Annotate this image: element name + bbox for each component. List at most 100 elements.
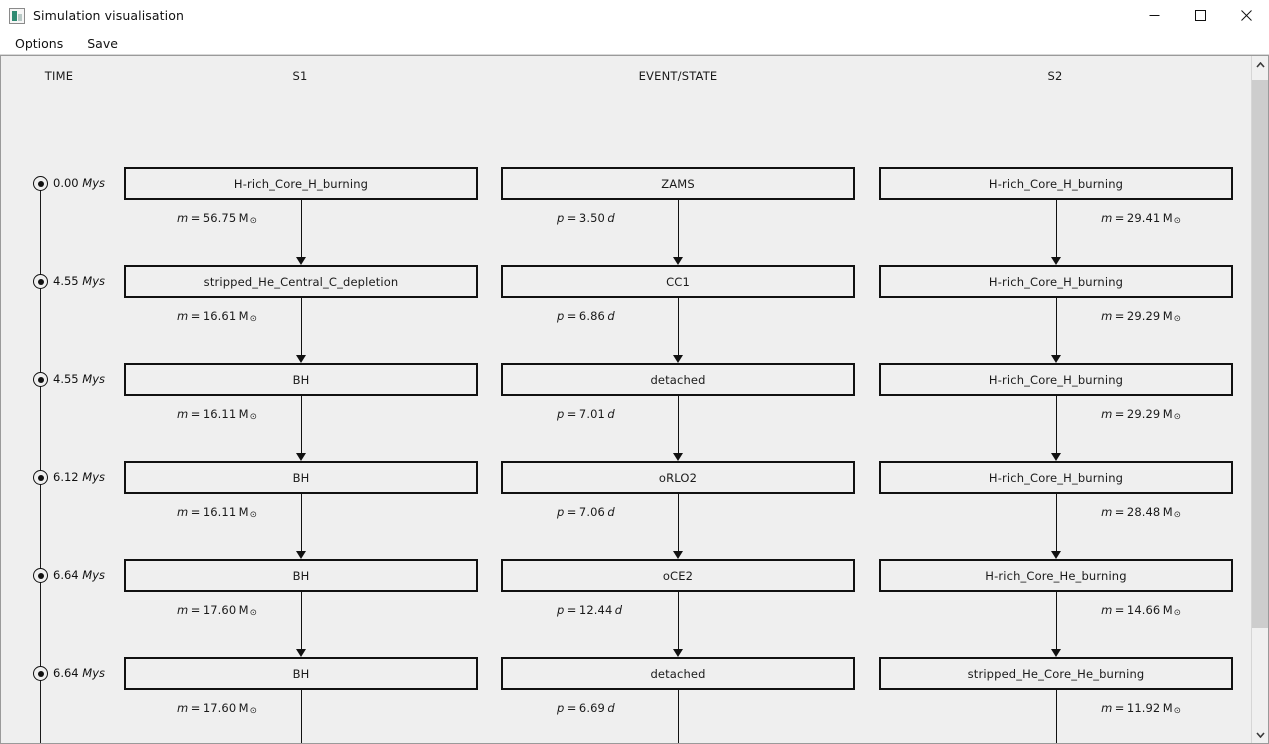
node-s1[interactable]: BH	[124, 363, 478, 396]
time-label: 6.64 Mys	[53, 568, 105, 582]
node-event-label: oCE2	[662, 568, 694, 583]
time-label: 4.55 Mys	[53, 372, 105, 386]
scrollbar-thumb[interactable]	[1252, 79, 1268, 629]
node-s2[interactable]: H-rich_Core_H_burning	[879, 461, 1233, 494]
edge-period: p = 12.44 d	[557, 603, 623, 617]
time-marker[interactable]	[33, 176, 48, 191]
connector-line	[1056, 494, 1057, 552]
node-s2[interactable]: H-rich_Core_H_burning	[879, 265, 1233, 298]
node-s2-label: H-rich_Core_H_burning	[988, 274, 1124, 289]
connector-arrowhead	[1051, 355, 1061, 363]
connector-arrowhead	[296, 257, 306, 265]
connector-arrowhead	[673, 551, 683, 559]
node-s2[interactable]: H-rich_Core_He_burning	[879, 559, 1233, 592]
connector-line	[301, 494, 302, 552]
connector-line	[301, 200, 302, 258]
edge-mass-s1: m = 16.11 M⊙	[177, 505, 257, 520]
menu-item-save[interactable]: Save	[87, 35, 118, 51]
connector-arrowhead	[296, 551, 306, 559]
time-marker[interactable]	[33, 666, 48, 681]
column-header-s2: S2	[1047, 69, 1063, 83]
connector-line	[1056, 200, 1057, 258]
time-marker[interactable]	[33, 274, 48, 289]
connector-arrowhead	[296, 453, 306, 461]
time-marker[interactable]	[33, 470, 48, 485]
node-event[interactable]: oRLO2	[501, 461, 855, 494]
connector-arrowhead	[673, 257, 683, 265]
node-event[interactable]: detached	[501, 363, 855, 396]
node-s2[interactable]: stripped_He_Core_He_burning	[879, 657, 1233, 690]
node-event[interactable]: detached	[501, 657, 855, 690]
node-s2-label: H-rich_Core_H_burning	[988, 176, 1124, 191]
minimize-button[interactable]	[1131, 0, 1177, 31]
scroll-down-button[interactable]	[1252, 726, 1268, 743]
connector-line	[301, 298, 302, 356]
node-event[interactable]: CC1	[501, 265, 855, 298]
connector-arrowhead	[296, 355, 306, 363]
node-s2[interactable]: H-rich_Core_H_burning	[879, 167, 1233, 200]
edge-period: p = 6.69 d	[557, 701, 615, 715]
scroll-up-button[interactable]	[1252, 56, 1268, 73]
title-bar: Simulation visualisation	[0, 0, 1269, 32]
edge-period: p = 7.01 d	[557, 407, 615, 421]
connector-line	[301, 690, 302, 743]
edge-mass-s2: m = 29.41 M⊙	[1101, 211, 1181, 226]
node-s1[interactable]: BH	[124, 559, 478, 592]
node-s1-label: BH	[292, 666, 310, 681]
node-event-label: CC1	[666, 274, 690, 289]
connector-line	[678, 494, 679, 552]
node-event-label: detached	[650, 666, 706, 681]
node-s1[interactable]: H-rich_Core_H_burning	[124, 167, 478, 200]
time-label: 0.00 Mys	[53, 176, 105, 190]
node-s2[interactable]: H-rich_Core_H_burning	[879, 363, 1233, 396]
vertical-scrollbar[interactable]	[1251, 56, 1268, 743]
edge-period: p = 3.50 d	[557, 211, 615, 225]
column-header-event: EVENT/STATE	[638, 69, 718, 83]
menu-item-options[interactable]: Options	[15, 35, 64, 51]
connector-line	[678, 396, 679, 454]
node-event-label: detached	[650, 372, 706, 387]
edge-period: p = 6.86 d	[557, 309, 615, 323]
time-marker[interactable]	[33, 568, 48, 583]
time-label: 6.12 Mys	[53, 470, 105, 484]
node-s2-label: H-rich_Core_H_burning	[988, 470, 1124, 485]
node-event-label: ZAMS	[661, 176, 695, 191]
connector-arrowhead	[673, 649, 683, 657]
node-s1[interactable]: BH	[124, 657, 478, 690]
node-s1[interactable]: BH	[124, 461, 478, 494]
timeline-rail	[40, 182, 41, 743]
connector-line	[678, 200, 679, 258]
edge-period: p = 7.06 d	[557, 505, 615, 519]
maximize-button[interactable]	[1177, 0, 1223, 31]
connector-line	[1056, 396, 1057, 454]
time-label: 4.55 Mys	[53, 274, 105, 288]
column-header-s1: S1	[292, 69, 308, 83]
node-s1-label: H-rich_Core_H_burning	[233, 176, 369, 191]
menu-bar: Options Save	[0, 32, 1269, 55]
node-s2-label: H-rich_Core_H_burning	[988, 372, 1124, 387]
connector-line	[301, 396, 302, 454]
connector-line	[678, 298, 679, 356]
window-controls	[1131, 0, 1269, 31]
edge-mass-s1: m = 16.11 M⊙	[177, 407, 257, 422]
node-event[interactable]: oCE2	[501, 559, 855, 592]
connector-line	[1056, 592, 1057, 650]
close-button[interactable]	[1223, 0, 1269, 31]
edge-mass-s2: m = 29.29 M⊙	[1101, 309, 1181, 324]
edge-mass-s2: m = 28.48 M⊙	[1101, 505, 1181, 520]
edge-mass-s1: m = 56.75 M⊙	[177, 211, 257, 226]
node-s1[interactable]: stripped_He_Central_C_depletion	[124, 265, 478, 298]
edge-mass-s2: m = 29.29 M⊙	[1101, 407, 1181, 422]
time-marker[interactable]	[33, 372, 48, 387]
node-event-label: oRLO2	[658, 470, 698, 485]
node-s1-label: BH	[292, 470, 310, 485]
node-s2-label: stripped_He_Core_He_burning	[967, 666, 1145, 681]
connector-line	[678, 592, 679, 650]
time-label: 6.64 Mys	[53, 666, 105, 680]
node-event[interactable]: ZAMS	[501, 167, 855, 200]
connector-arrowhead	[1051, 257, 1061, 265]
connector-arrowhead	[1051, 551, 1061, 559]
